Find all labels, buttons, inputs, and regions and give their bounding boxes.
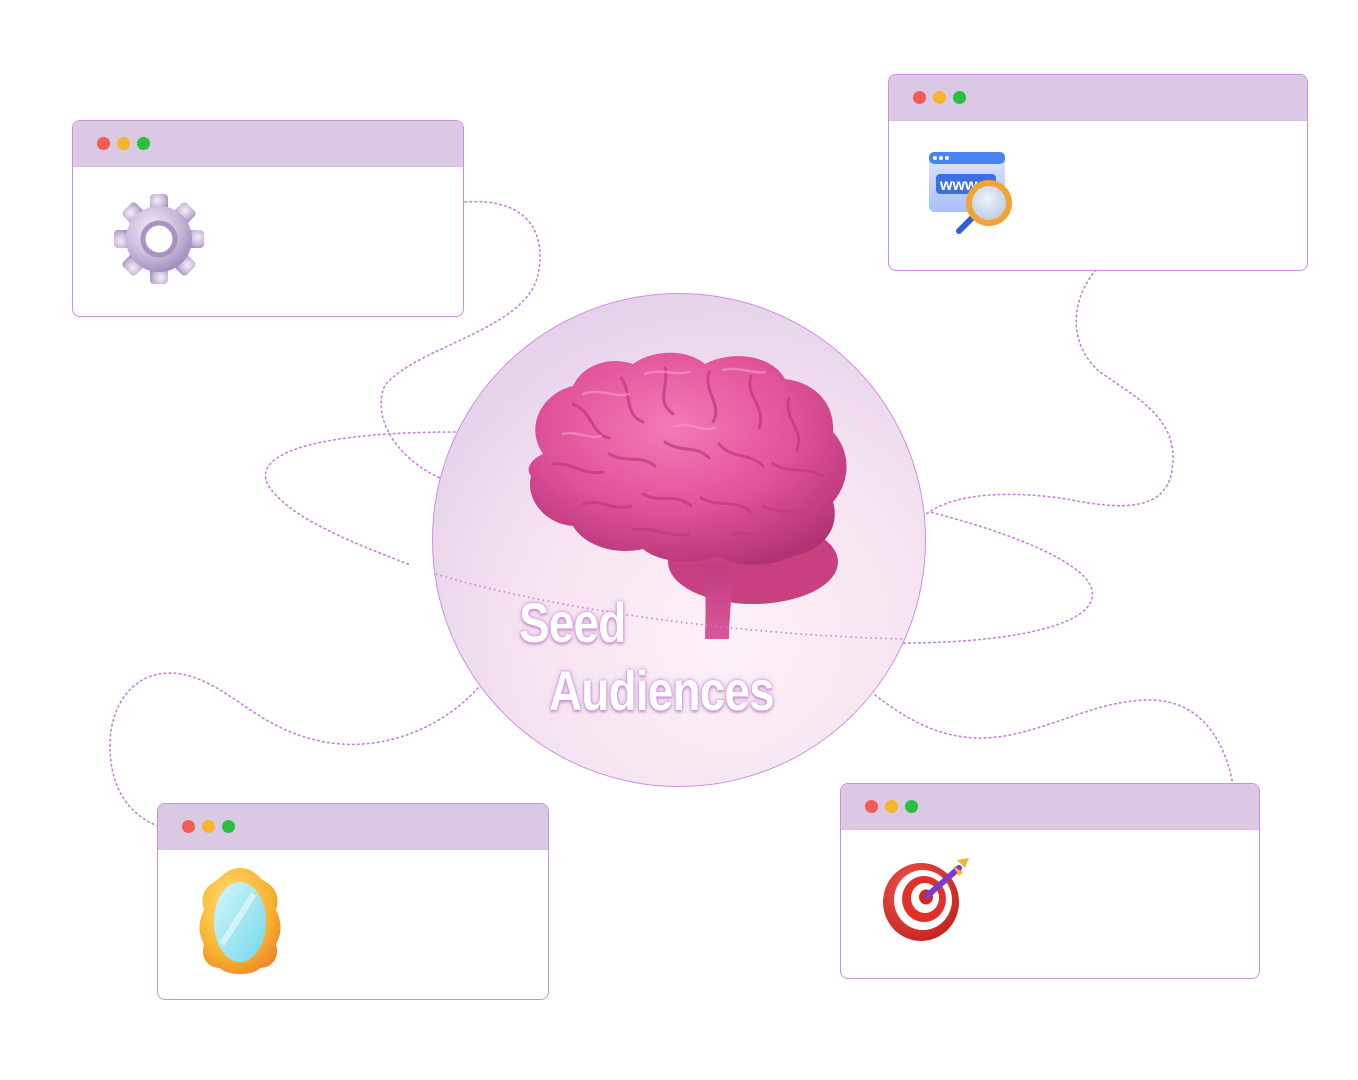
minimize-dot[interactable] — [933, 91, 946, 104]
close-dot[interactable] — [97, 137, 110, 150]
target-icon — [883, 858, 969, 941]
hub-title-line2: Audiences — [549, 659, 775, 722]
window-titlebar — [73, 121, 463, 167]
maximize-dot[interactable] — [222, 820, 235, 833]
connector-bottom-left — [109, 672, 479, 827]
maximize-dot[interactable] — [953, 91, 966, 104]
connector-orbit-left — [264, 431, 456, 566]
window-mirror — [157, 803, 549, 1000]
brain-icon — [435, 352, 904, 640]
hub-title-line1: Seed — [519, 591, 626, 654]
window-settings — [72, 120, 464, 317]
web-search-icon: www — [929, 152, 1012, 234]
close-dot[interactable] — [865, 800, 878, 813]
close-dot[interactable] — [913, 91, 926, 104]
window-titlebar — [889, 75, 1307, 121]
minimize-dot[interactable] — [885, 800, 898, 813]
minimize-dot[interactable] — [117, 137, 130, 150]
seed-audiences-hub: Seed Audiences — [432, 293, 926, 787]
connector-top-right — [924, 269, 1174, 516]
connector-bottom-right — [874, 694, 1234, 786]
window-web-search: www — [888, 74, 1308, 271]
close-dot[interactable] — [182, 820, 195, 833]
window-target — [840, 783, 1260, 979]
minimize-dot[interactable] — [202, 820, 215, 833]
svg-text:www: www — [939, 177, 978, 194]
gear-icon — [111, 191, 207, 287]
mirror-icon — [199, 868, 281, 974]
connector-top-left — [380, 200, 541, 479]
window-titlebar — [158, 804, 548, 850]
maximize-dot[interactable] — [905, 800, 918, 813]
maximize-dot[interactable] — [137, 137, 150, 150]
window-titlebar — [841, 784, 1259, 830]
